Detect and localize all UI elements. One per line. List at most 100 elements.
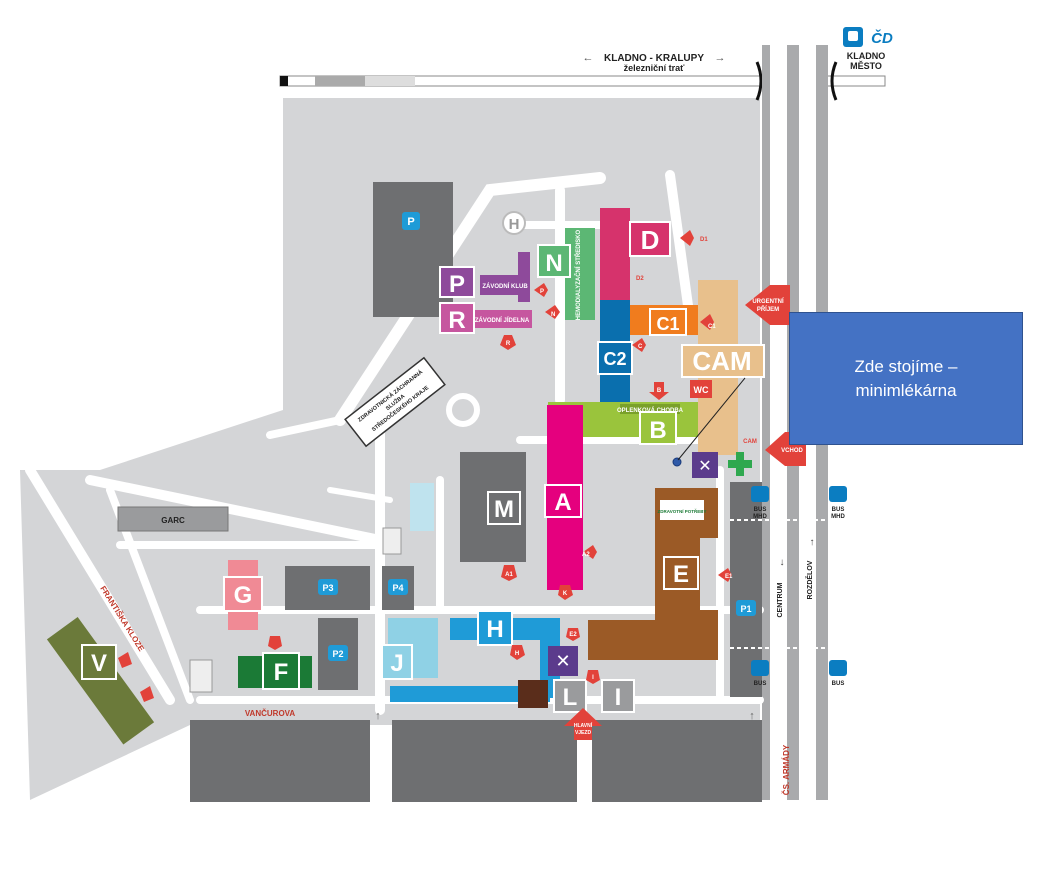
block-south-2 bbox=[392, 720, 577, 802]
svg-text:ZÁVODNÍ KLUB: ZÁVODNÍ KLUB bbox=[482, 282, 528, 290]
pharmacy-icon bbox=[518, 680, 548, 708]
building-E bbox=[663, 556, 699, 590]
street-rozdelov: ROZDĚLOV bbox=[805, 560, 814, 599]
svg-text:OPLENKOVÁ CHODBA: OPLENKOVÁ CHODBA bbox=[617, 407, 684, 414]
main-gate-arrow bbox=[564, 708, 602, 740]
svg-text:H: H bbox=[486, 616, 503, 643]
building-V bbox=[81, 644, 117, 680]
svg-text:P: P bbox=[540, 289, 544, 295]
building-H bbox=[477, 610, 513, 646]
building-M bbox=[487, 491, 521, 525]
block-south-3 bbox=[592, 720, 762, 802]
pool bbox=[410, 483, 434, 531]
svg-text:E2: E2 bbox=[569, 632, 577, 638]
svg-text:R: R bbox=[506, 341, 511, 347]
bus-stops: BUS MHD BUS MHD BUS BUS bbox=[751, 486, 847, 687]
building-I bbox=[601, 679, 635, 713]
svg-text:E1: E1 bbox=[725, 574, 733, 580]
building-C2 bbox=[597, 341, 633, 375]
svg-text:G: G bbox=[234, 582, 253, 609]
svg-text:B: B bbox=[649, 417, 666, 444]
svg-text:H: H bbox=[509, 216, 520, 233]
urgent-entrance-arrow bbox=[745, 285, 790, 325]
cd-logo: ČD bbox=[871, 29, 893, 47]
svg-text:WC: WC bbox=[694, 385, 709, 395]
callout-pointer bbox=[677, 377, 746, 461]
building-F bbox=[262, 652, 300, 690]
building-D bbox=[629, 221, 671, 257]
building-P bbox=[439, 266, 475, 298]
street-centrum: CENTRUM bbox=[777, 582, 784, 617]
svg-text:BUS: BUS bbox=[754, 681, 767, 687]
building-L bbox=[553, 679, 587, 713]
callout-line-1: Zde stojíme – bbox=[854, 356, 958, 376]
svg-text:✕: ✕ bbox=[555, 651, 570, 671]
svg-text:I: I bbox=[615, 684, 622, 711]
svg-text:F: F bbox=[274, 659, 289, 686]
building-A bbox=[544, 484, 582, 518]
station-name-2: MĚSTO bbox=[850, 60, 882, 71]
building-D-wing bbox=[600, 208, 630, 308]
svg-text:D1: D1 bbox=[700, 237, 708, 243]
svg-text:P4: P4 bbox=[392, 583, 403, 593]
you-are-here-marker bbox=[672, 457, 682, 467]
building-zavodni-jidelna bbox=[472, 310, 532, 328]
svg-text:BUS: BUS bbox=[832, 681, 845, 687]
svg-text:A1: A1 bbox=[505, 572, 513, 578]
railway-sublabel: železniční trať bbox=[624, 63, 686, 73]
restaurant-icon bbox=[548, 646, 578, 676]
svg-text:V: V bbox=[91, 650, 107, 677]
svg-text:R: R bbox=[448, 307, 465, 334]
station-name-1: KLADNO bbox=[847, 51, 886, 61]
svg-text:A2: A2 bbox=[582, 552, 590, 558]
svg-text:BUS: BUS bbox=[754, 507, 767, 513]
street-cs-armady: ČS. ARMÁDY bbox=[782, 744, 791, 795]
zdravotni-potreby-sign bbox=[660, 500, 704, 520]
building-garc bbox=[117, 506, 229, 532]
svg-text:URGENTNÍ: URGENTNÍ bbox=[752, 297, 784, 305]
helipad bbox=[502, 211, 526, 235]
svg-text:P3: P3 bbox=[322, 583, 333, 593]
arrow-down-icon: ↓ bbox=[780, 557, 785, 568]
svg-text:C2: C2 bbox=[603, 349, 626, 369]
svg-text:B: B bbox=[657, 388, 662, 394]
svg-text:GARC: GARC bbox=[161, 516, 185, 525]
building-V-block bbox=[46, 617, 155, 745]
wc-sign bbox=[690, 380, 712, 398]
svg-text:CAM: CAM bbox=[743, 439, 757, 445]
svg-text:P2: P2 bbox=[332, 649, 343, 659]
svg-text:L: L bbox=[563, 684, 578, 711]
railway-bridge bbox=[755, 61, 838, 101]
svg-text:ZDRAVOTNÍ POTŘEBY: ZDRAVOTNÍ POTŘEBY bbox=[658, 507, 707, 514]
building-B bbox=[639, 411, 677, 445]
svg-text:HEMODIALYZAČNÍ STŘEDISKO: HEMODIALYZAČNÍ STŘEDISKO bbox=[574, 229, 582, 320]
svg-text:CAM: CAM bbox=[692, 346, 751, 376]
svg-text:ZÁVODNÍ JÍDELNA: ZÁVODNÍ JÍDELNA bbox=[475, 316, 530, 324]
svg-text:N: N bbox=[551, 312, 555, 318]
svg-text:P: P bbox=[407, 216, 414, 228]
svg-text:VCHOD: VCHOD bbox=[781, 448, 803, 454]
svg-text:M: M bbox=[494, 496, 514, 523]
restaurant-icon bbox=[692, 452, 718, 478]
building-E-block bbox=[588, 488, 718, 660]
building-G bbox=[223, 576, 263, 612]
svg-text:C1: C1 bbox=[708, 324, 716, 330]
svg-text:PŘÍJEM: PŘÍJEM bbox=[757, 305, 779, 313]
entrance-markers: D1 D2 C1 C N P R B A2 E1 E2 H K I A1 bbox=[118, 230, 733, 702]
svg-text:BUS: BUS bbox=[832, 507, 845, 513]
building-R bbox=[439, 302, 475, 334]
svg-text:MHD: MHD bbox=[831, 514, 845, 520]
svg-text:A: A bbox=[554, 489, 571, 516]
callout-box: Zde stojíme – minimlékárna bbox=[789, 312, 1023, 445]
svg-text:P: P bbox=[449, 271, 465, 298]
arrow-up-icon: ↑ bbox=[810, 537, 815, 548]
svg-text:C: C bbox=[638, 344, 643, 350]
svg-text:D2: D2 bbox=[636, 276, 644, 282]
arrow-left-icon: ← bbox=[583, 52, 594, 64]
svg-text:N: N bbox=[545, 250, 562, 277]
building-J bbox=[381, 644, 413, 680]
svg-text:H: H bbox=[515, 651, 519, 657]
svg-text:VJEZD: VJEZD bbox=[575, 730, 592, 736]
